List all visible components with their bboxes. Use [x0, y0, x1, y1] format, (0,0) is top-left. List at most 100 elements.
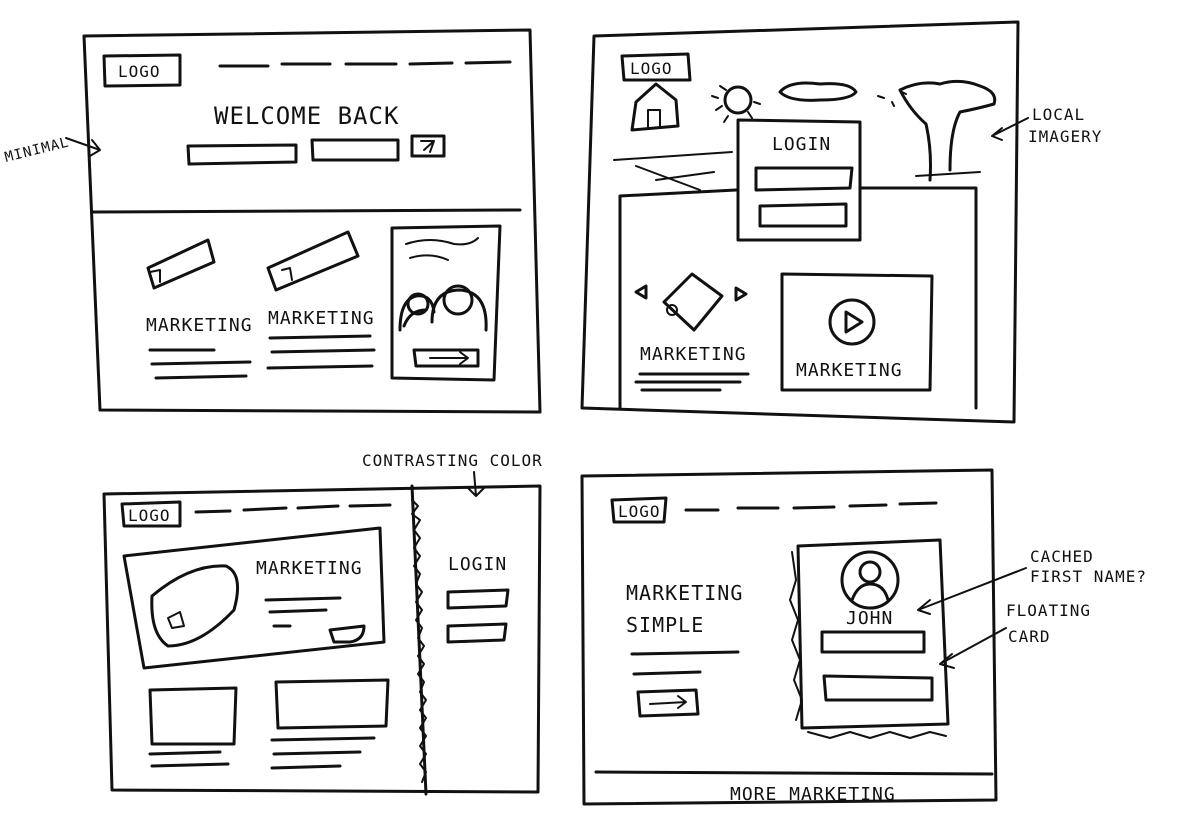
sketch-2-marketing-right: MARKETING	[796, 360, 903, 381]
sketch-2-login-title: LOGIN	[772, 134, 831, 155]
sketch-1-submit-button	[410, 134, 446, 158]
sketch-4-frame	[580, 468, 998, 806]
sketch-1-username-input	[186, 143, 298, 166]
sketch-4-avatar	[840, 550, 900, 610]
sketch-2-carousel-next-icon	[734, 286, 748, 302]
sketch-1-text-lines-2	[266, 334, 376, 370]
sketch-1-annotation: MINIMAL	[3, 134, 71, 165]
sketch-3-frame	[102, 484, 542, 794]
sketch-4-floating-card: LOGO MARKETING SIMPLE JOHN CACHED FIRST …	[580, 468, 1147, 806]
sketch-3-nav-dashes	[194, 503, 392, 514]
sketch-2-tree-detail	[877, 91, 981, 177]
sketch-2-logo-text: LOGO	[630, 59, 673, 78]
sketch-2-content-frame	[618, 186, 978, 410]
sketch-3-box-2	[274, 678, 390, 730]
sketch-2-login-username	[754, 166, 854, 192]
sketch-2-marketing-left: MARKETING	[640, 344, 747, 365]
sketch-1-marketing-label-1: MARKETING	[146, 315, 253, 336]
sketch-3-login-username	[446, 588, 510, 610]
sketch-1-heading: WELCOME BACK	[214, 102, 399, 130]
sketch-2-house-door	[647, 109, 661, 129]
sketch-3-login: LOGIN	[448, 554, 507, 575]
sketch-4-footer-divider	[594, 770, 994, 776]
sketch-4-card-shadow-left	[789, 551, 803, 721]
sketch-4-avatar-body	[850, 582, 890, 602]
sketch-2-tree-icon	[898, 79, 997, 182]
sketch-1-minimal: LOGO WELCOME BACK MINIMAL MARKETING MARK…	[3, 28, 542, 414]
sketch-1-promo-button	[412, 348, 480, 368]
sketch-3-contrasting-color: LOGO MARKETING LOGIN CONTRASTING COLOR	[102, 451, 543, 796]
sketch-2-frame	[580, 20, 1020, 424]
sketch-1-card-image-1	[146, 238, 216, 290]
sketch-3-annotation: CONTRASTING COLOR	[362, 451, 543, 470]
sketch-1-promo-card	[390, 224, 502, 382]
sketch-1-frame	[82, 28, 542, 414]
sketch-2-login-password	[758, 202, 848, 228]
sketch-3-annotation-arrow	[467, 471, 485, 497]
sketch-1-logo-box	[102, 53, 182, 88]
sketch-3-logo-box	[120, 500, 182, 528]
sketch-3-logo-text: LOGO	[128, 506, 171, 525]
sketch-3-text-lines	[264, 596, 342, 628]
sketch-1-divider	[90, 208, 522, 214]
sketch-2-sun-icon	[723, 85, 753, 115]
sketch-2-cloud-icon	[778, 81, 858, 102]
sketch-2-ground-lines	[613, 151, 733, 191]
sketch-1-annotation-arrow	[65, 137, 101, 157]
sketch-2-carousel-dot	[666, 304, 678, 316]
sketch-4-cta-button	[636, 688, 700, 718]
sketch-1-card-image-2-corner	[281, 267, 293, 281]
sketch-1-promo-wavy-text	[405, 237, 479, 261]
sketch-4-login-button	[822, 674, 934, 702]
sketch-4-marketing-line-1: MARKETING	[626, 581, 743, 605]
sketch-4-footer: MORE MARKETING	[730, 784, 896, 805]
sketch-4-annotation-cached-1: CACHED	[1030, 547, 1094, 566]
sketch-2-annotation-line-1: LOCAL	[1032, 105, 1085, 124]
sketch-2-play-icon	[844, 310, 864, 334]
sketch-1-person-head-2	[442, 284, 474, 316]
sketch-3-box-1-lines	[148, 750, 230, 768]
sketch-3-box-1	[148, 686, 238, 746]
sketch-4-card-shadow-bottom	[807, 731, 947, 739]
sketch-3-panel-hatching	[411, 499, 427, 783]
sketch-1-logo-text: LOGO	[118, 62, 161, 81]
sketch-1-card-image-2	[266, 230, 360, 292]
sketch-1-person-head-1	[406, 292, 430, 316]
sketch-4-annotation-floating-1: FLOATING	[1006, 601, 1091, 620]
sketch-2-video-card	[780, 272, 934, 392]
sketch-2-sun-rays	[711, 85, 761, 123]
sketch-3-marketing: MARKETING	[256, 558, 363, 579]
sketch-2-carousel-image	[662, 272, 724, 332]
sketch-4-logo-text: LOGO	[618, 502, 661, 521]
sketch-2-logo-box	[620, 52, 692, 82]
sketch-2-play-circle	[828, 298, 876, 346]
sketch-4-annotation-cached-2: FIRST NAME?	[1030, 567, 1147, 586]
sketch-3-hero-image-detail	[167, 611, 185, 629]
sketch-3-small-button	[328, 624, 366, 644]
sketch-2-text-lines	[634, 372, 750, 392]
sketch-2-annotation-arrow	[991, 117, 1029, 141]
sketch-4-floating-card	[796, 538, 950, 730]
sketch-1-arrow-icon	[420, 140, 435, 153]
sketch-4-arrow-icon	[649, 695, 687, 709]
sketch-4-logo-box	[610, 496, 668, 524]
sketch-2-house-icon	[630, 82, 680, 132]
sketch-4-user-name: JOHN	[846, 608, 893, 629]
sketch-4-annotation-floating-arrow	[939, 627, 1007, 669]
sketch-1-card-image-1-corner	[149, 269, 161, 283]
sketch-4-avatar-head	[858, 560, 882, 584]
sketch-1-password-input	[310, 138, 400, 162]
sketch-3-box-2-lines	[270, 736, 376, 770]
sketch-1-marketing-label-2: MARKETING	[268, 308, 375, 329]
sketch-1-nav-dashes	[218, 60, 512, 68]
sketch-4-password-input	[820, 630, 926, 654]
sketch-3-login-password	[446, 622, 508, 644]
sketch-2-login-card	[736, 118, 862, 242]
sketch-1-promo-arrow-icon	[429, 351, 469, 365]
sketch-4-annotation-cached-arrow	[917, 567, 1027, 615]
sketch-2-carousel-prev-icon	[634, 284, 648, 300]
sketch-2-annotation-line-2: IMAGERY	[1028, 127, 1102, 146]
sketch-1-text-lines-1	[148, 348, 252, 380]
sketch-4-text-lines	[630, 650, 740, 676]
